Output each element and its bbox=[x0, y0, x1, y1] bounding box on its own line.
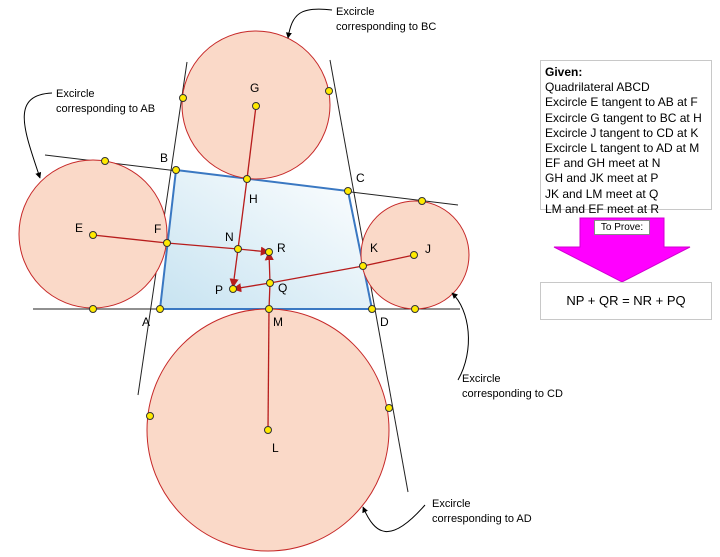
to-prove-label: To Prove: bbox=[594, 220, 650, 235]
label-n: N bbox=[225, 230, 234, 244]
segment-ef bbox=[92, 234, 168, 244]
tangent-point bbox=[89, 305, 97, 313]
given-line: GH and JK meet at P bbox=[545, 171, 659, 186]
point-n bbox=[234, 245, 242, 253]
tangent-point bbox=[385, 404, 393, 412]
points bbox=[89, 87, 426, 434]
tangent-point bbox=[418, 197, 426, 205]
label-j: J bbox=[425, 242, 431, 256]
segment-hn bbox=[237, 178, 248, 250]
callout-ab: Excircle corresponding to AB bbox=[56, 88, 155, 115]
leader-bc bbox=[285, 8, 333, 39]
point-h bbox=[243, 175, 251, 183]
callout-bc: Excircle corresponding to BC bbox=[336, 6, 436, 33]
point-d bbox=[368, 305, 376, 313]
point-m bbox=[265, 305, 273, 313]
point-r bbox=[265, 248, 273, 256]
leader-ad bbox=[362, 504, 426, 533]
quadrilateral-abcd bbox=[158, 168, 374, 310]
prove-arrow bbox=[553, 217, 691, 283]
point-g bbox=[252, 102, 260, 110]
given-line: Excircle E tangent to AB at F bbox=[545, 95, 698, 110]
point-q bbox=[266, 279, 274, 287]
given-panel: Given: Quadrilateral ABCD Excircle E tan… bbox=[540, 60, 712, 216]
tangent-point bbox=[101, 157, 109, 165]
segment-gh bbox=[246, 105, 257, 180]
label-h: H bbox=[249, 192, 258, 206]
arrow-q-to-r bbox=[264, 251, 274, 284]
point-k bbox=[359, 262, 367, 270]
label-d: D bbox=[380, 315, 389, 329]
point-l bbox=[264, 426, 272, 434]
point-b bbox=[172, 166, 180, 174]
point-j bbox=[410, 251, 418, 259]
label-a: A bbox=[142, 315, 150, 329]
leader-ab bbox=[23, 92, 53, 179]
tangent-point bbox=[411, 305, 419, 313]
label-e: E bbox=[75, 221, 83, 235]
given-line: JK and LM meet at Q bbox=[545, 186, 659, 201]
label-k: K bbox=[370, 241, 378, 255]
label-m: M bbox=[273, 315, 283, 329]
arrow-q-to-p bbox=[232, 282, 271, 293]
tangent-point bbox=[146, 412, 154, 420]
callout-cd: Excircle corresponding to CD bbox=[462, 373, 563, 400]
given-line: Quadrilateral ABCD bbox=[545, 80, 650, 95]
given-line: Excircle L tangent to AD at M bbox=[545, 141, 700, 156]
segment-lm bbox=[267, 308, 270, 431]
leader-cd bbox=[451, 292, 469, 381]
label-b: B bbox=[160, 151, 168, 165]
given-heading: Given: bbox=[545, 65, 583, 79]
tangent-point bbox=[179, 94, 187, 102]
label-p: P bbox=[215, 283, 223, 297]
point-e bbox=[89, 231, 97, 239]
segment-jk bbox=[362, 254, 415, 267]
given-line: Excircle J tangent to CD at K bbox=[545, 125, 699, 140]
point-f bbox=[163, 239, 171, 247]
segment-fn bbox=[166, 242, 239, 250]
label-r: R bbox=[277, 241, 286, 255]
given-line: LM and EF meet at R bbox=[545, 201, 660, 216]
callout-ad: Excircle corresponding to AD bbox=[432, 498, 532, 525]
segment-kq bbox=[269, 265, 364, 284]
arrow-n-to-p bbox=[229, 248, 239, 288]
given-line: EF and GH meet at N bbox=[545, 156, 661, 171]
given-line: Excircle G tangent to BC at H bbox=[545, 110, 702, 125]
label-l: L bbox=[272, 441, 279, 455]
point-a bbox=[156, 305, 164, 313]
label-c: C bbox=[356, 171, 365, 185]
point-c bbox=[344, 187, 352, 195]
to-prove-statement: NP + QR = NR + PQ bbox=[540, 282, 712, 320]
point-p bbox=[229, 285, 237, 293]
label-q: Q bbox=[278, 281, 287, 295]
segment-mq bbox=[268, 282, 271, 310]
label-g: G bbox=[250, 81, 259, 95]
label-f: F bbox=[154, 222, 161, 236]
tangent-point bbox=[325, 87, 333, 95]
arrow-n-to-r bbox=[237, 246, 270, 256]
